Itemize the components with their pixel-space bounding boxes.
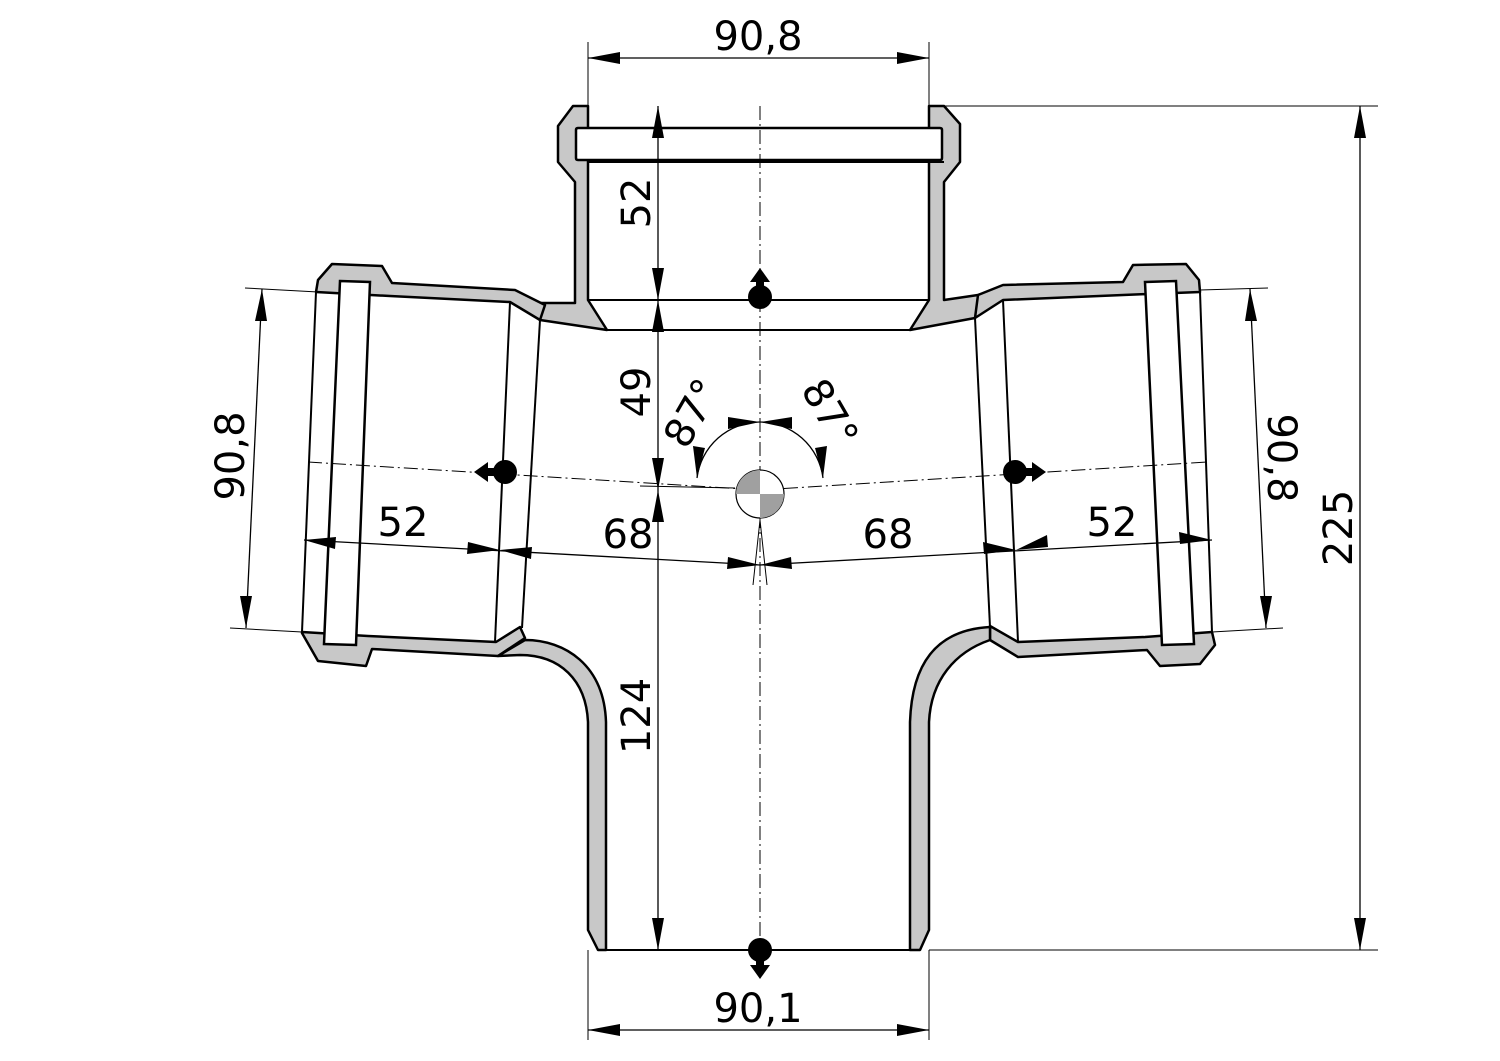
bottom-port-arrow-icon	[748, 938, 772, 979]
fitting-body	[300, 104, 1217, 952]
center-of-gravity-symbol	[735, 469, 785, 519]
right-seal-ring	[1143, 279, 1196, 647]
right-port-arrow-icon	[1003, 460, 1046, 484]
overall-height-label: 225	[1316, 490, 1362, 566]
left-seal-ring	[322, 279, 372, 647]
right-socket-bottom-wall	[988, 624, 1217, 668]
bottom-leg-left-wall	[496, 638, 608, 952]
left-port-arrow-icon	[474, 460, 517, 484]
right-angle-label: 87°	[792, 371, 867, 455]
top-port-arrow-icon	[748, 268, 772, 309]
top-to-center-label: 49	[614, 367, 660, 418]
bottom-leg-right-wall	[908, 625, 992, 952]
center-to-bottom-label: 124	[614, 678, 660, 754]
centerlines	[307, 106, 1209, 950]
bottom-diameter-label: 90,1	[713, 986, 802, 1032]
right-to-center-label: 68	[863, 512, 914, 558]
right-socket-depth-label: 52	[1087, 500, 1138, 546]
left-diameter-label: 90,8	[208, 411, 254, 500]
dimension-lines	[240, 52, 1366, 1036]
top-socket-depth-label: 52	[614, 178, 660, 229]
port-markers	[474, 268, 1046, 979]
top-diameter-label: 90,8	[713, 14, 802, 60]
left-angle-label: 87°	[655, 371, 730, 455]
left-socket-depth-label: 52	[378, 500, 429, 546]
left-to-center-label: 68	[603, 512, 654, 558]
extension-lines	[229, 42, 1378, 1040]
top-seal-ring	[574, 126, 944, 162]
right-socket-top-wall	[973, 262, 1202, 320]
right-diameter-label: 90,8	[1258, 413, 1304, 502]
